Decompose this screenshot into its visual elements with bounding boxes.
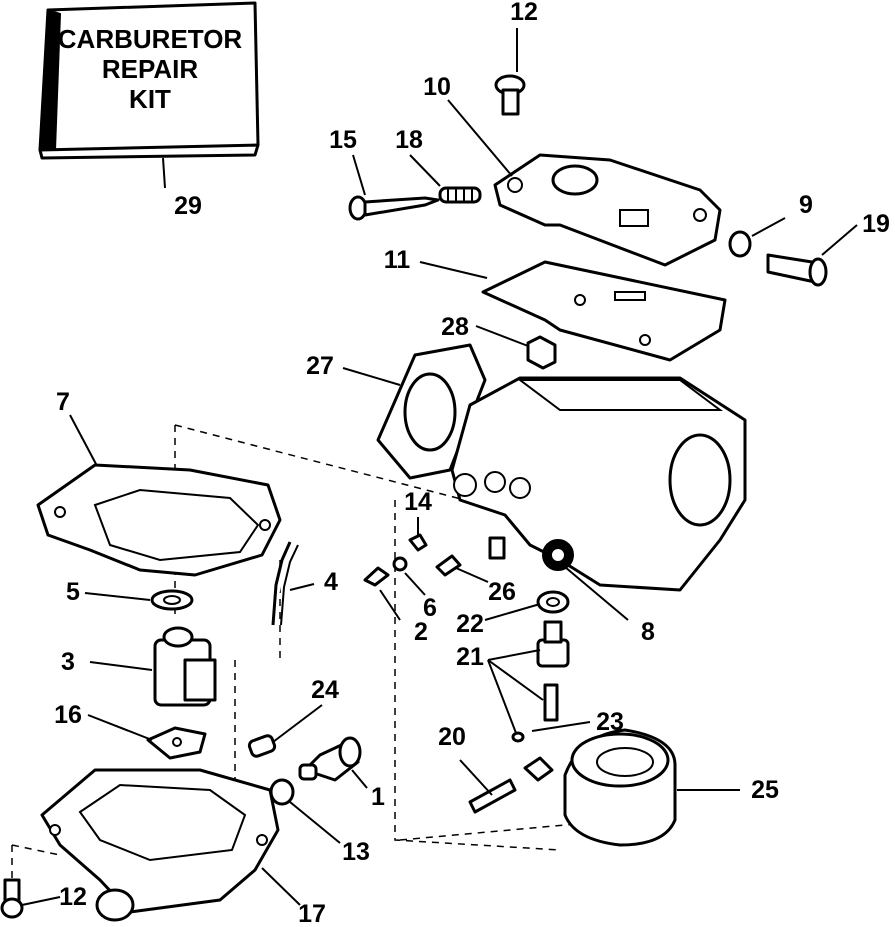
callout-13: 13 (342, 838, 370, 866)
callout-14: 14 (404, 488, 432, 516)
callout-24: 24 (311, 676, 339, 704)
small-fittings-part (363, 533, 462, 587)
nut-part (526, 335, 557, 370)
callout-5: 5 (66, 578, 80, 606)
callout-12-bottom: 12 (59, 883, 87, 911)
float-arm-part (271, 541, 299, 626)
callout-28: 28 (441, 313, 469, 341)
float-bowl-part (40, 768, 280, 922)
jet-washer-part (536, 590, 570, 614)
callout-26: 26 (488, 578, 516, 606)
jet-part (511, 620, 570, 743)
callout-7: 7 (56, 388, 70, 416)
callout-8: 8 (641, 618, 655, 646)
callout-2: 2 (414, 618, 428, 646)
callout-10: 10 (423, 73, 451, 101)
top-screw-part (494, 74, 526, 116)
callout-labels: 12 10 15 18 29 9 19 11 28 27 7 14 4 26 5… (54, 0, 890, 927)
float-part (153, 626, 217, 707)
needle-valve-part (298, 736, 362, 782)
leader-lines (21, 28, 858, 906)
idle-screw-part (468, 756, 554, 814)
callout-19: 19 (862, 210, 890, 238)
kit-label-line1: CARBURETOR (58, 24, 243, 54)
callout-18: 18 (395, 126, 423, 154)
plug-part (247, 734, 277, 758)
gasket-part (481, 260, 727, 362)
callout-29: 29 (174, 192, 202, 220)
side-screw-part (766, 253, 828, 287)
callout-25: 25 (751, 776, 779, 804)
callout-27: 27 (306, 352, 334, 380)
kit-label-line3: KIT (129, 84, 171, 114)
callout-17: 17 (298, 900, 326, 927)
washer-part (728, 230, 752, 258)
callout-11: 11 (384, 246, 411, 274)
bottom-screw-part (0, 878, 24, 919)
callout-21: 21 (456, 643, 484, 671)
carburetor-body-part (450, 376, 747, 592)
needle-screw-part (348, 195, 440, 221)
callout-3: 3 (61, 648, 75, 676)
kit-label-line2: REPAIR (102, 54, 199, 84)
callout-22: 22 (456, 610, 484, 638)
valve-washer-part (269, 778, 295, 806)
spring-part (438, 186, 482, 204)
callout-15: 15 (329, 126, 357, 154)
repair-kit-box: CARBURETOR REPAIR KIT (38, 1, 260, 160)
callout-4: 4 (324, 568, 338, 596)
bowl-gasket-part (36, 463, 282, 577)
small-gasket-part (146, 726, 207, 760)
callout-23: 23 (596, 708, 624, 736)
bowl-washer-part (150, 589, 194, 611)
callout-9: 9 (799, 191, 813, 219)
callout-20: 20 (438, 723, 466, 751)
callout-6: 6 (423, 594, 437, 622)
callout-12-top: 12 (510, 0, 538, 26)
callout-16: 16 (54, 701, 82, 729)
callout-1: 1 (371, 783, 385, 811)
upper-cover-part (493, 153, 722, 267)
float-drum-part (563, 728, 677, 847)
